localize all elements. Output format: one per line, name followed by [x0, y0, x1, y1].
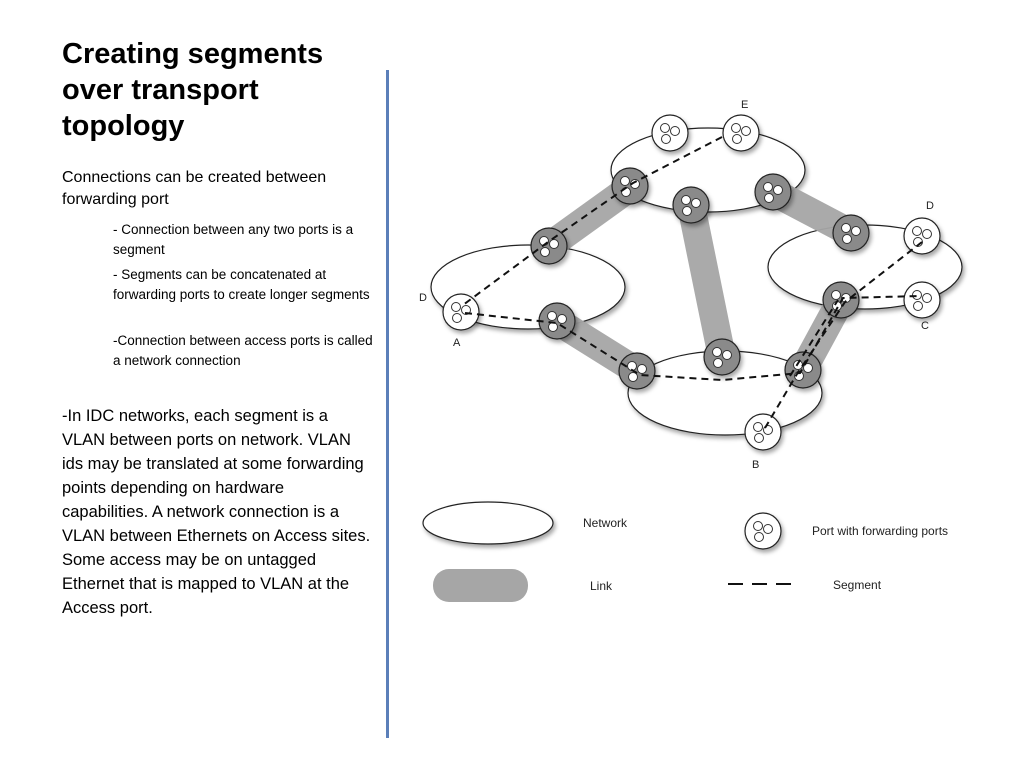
- access-port-icon: [722, 114, 760, 152]
- segment-e-to-d: [462, 136, 723, 306]
- segment-a-to-c: [464, 295, 921, 382]
- forwarding-ports: [530, 167, 870, 390]
- bullet-segment: - Connection between any two ports is a …: [113, 222, 354, 257]
- access-port-icon: [744, 413, 782, 451]
- label-c: C: [921, 320, 929, 332]
- port-icon: [754, 173, 792, 211]
- intro-text: Connections can be created between forwa…: [62, 169, 327, 208]
- legend-network-label: Network: [583, 516, 628, 530]
- port-icon: [703, 338, 741, 376]
- label-e: E: [741, 99, 748, 111]
- legend-link-label: Link: [590, 579, 613, 593]
- slide-title: Creating segments over transport topolog…: [62, 38, 324, 142]
- port-icon: [611, 167, 649, 205]
- access-ports: [442, 114, 941, 451]
- segment-parallel: [789, 299, 839, 377]
- port-icon: [832, 214, 870, 252]
- legend-network-swatch: [422, 501, 554, 545]
- bullet-concatenate: - Segments can be concatenated at forwar…: [113, 267, 370, 302]
- port-icon: [618, 352, 656, 390]
- legend-port-label: Port with forwarding ports: [812, 524, 948, 538]
- label-b: B: [752, 459, 759, 471]
- port-icon: [538, 302, 576, 340]
- legend-segment-label: Segment: [833, 578, 882, 592]
- legend: Network Port with forwarding ports Link …: [422, 501, 948, 602]
- segment-b-to-d: [764, 241, 923, 429]
- segments: [462, 136, 923, 429]
- bullet-network-connection: -Connection between access ports is call…: [113, 333, 373, 368]
- network-left: [430, 244, 626, 330]
- access-port-icon: [651, 114, 689, 152]
- access-port-icon: [442, 293, 480, 331]
- link-top-bottom: [677, 202, 736, 360]
- label-d-left: D: [419, 292, 427, 304]
- access-port-icon: [903, 217, 941, 255]
- legend-link-swatch: [433, 569, 528, 602]
- idc-paragraph: -In IDC networks, each segment is a VLAN…: [62, 407, 371, 617]
- access-port-icon: [903, 281, 941, 319]
- port-icon: [784, 351, 822, 389]
- vertical-divider: [386, 70, 389, 738]
- port-icon: [672, 186, 710, 224]
- legend-port-swatch: [744, 512, 782, 550]
- port-icon: [530, 227, 568, 265]
- label-a: A: [453, 337, 461, 349]
- label-d-top: D: [926, 200, 934, 212]
